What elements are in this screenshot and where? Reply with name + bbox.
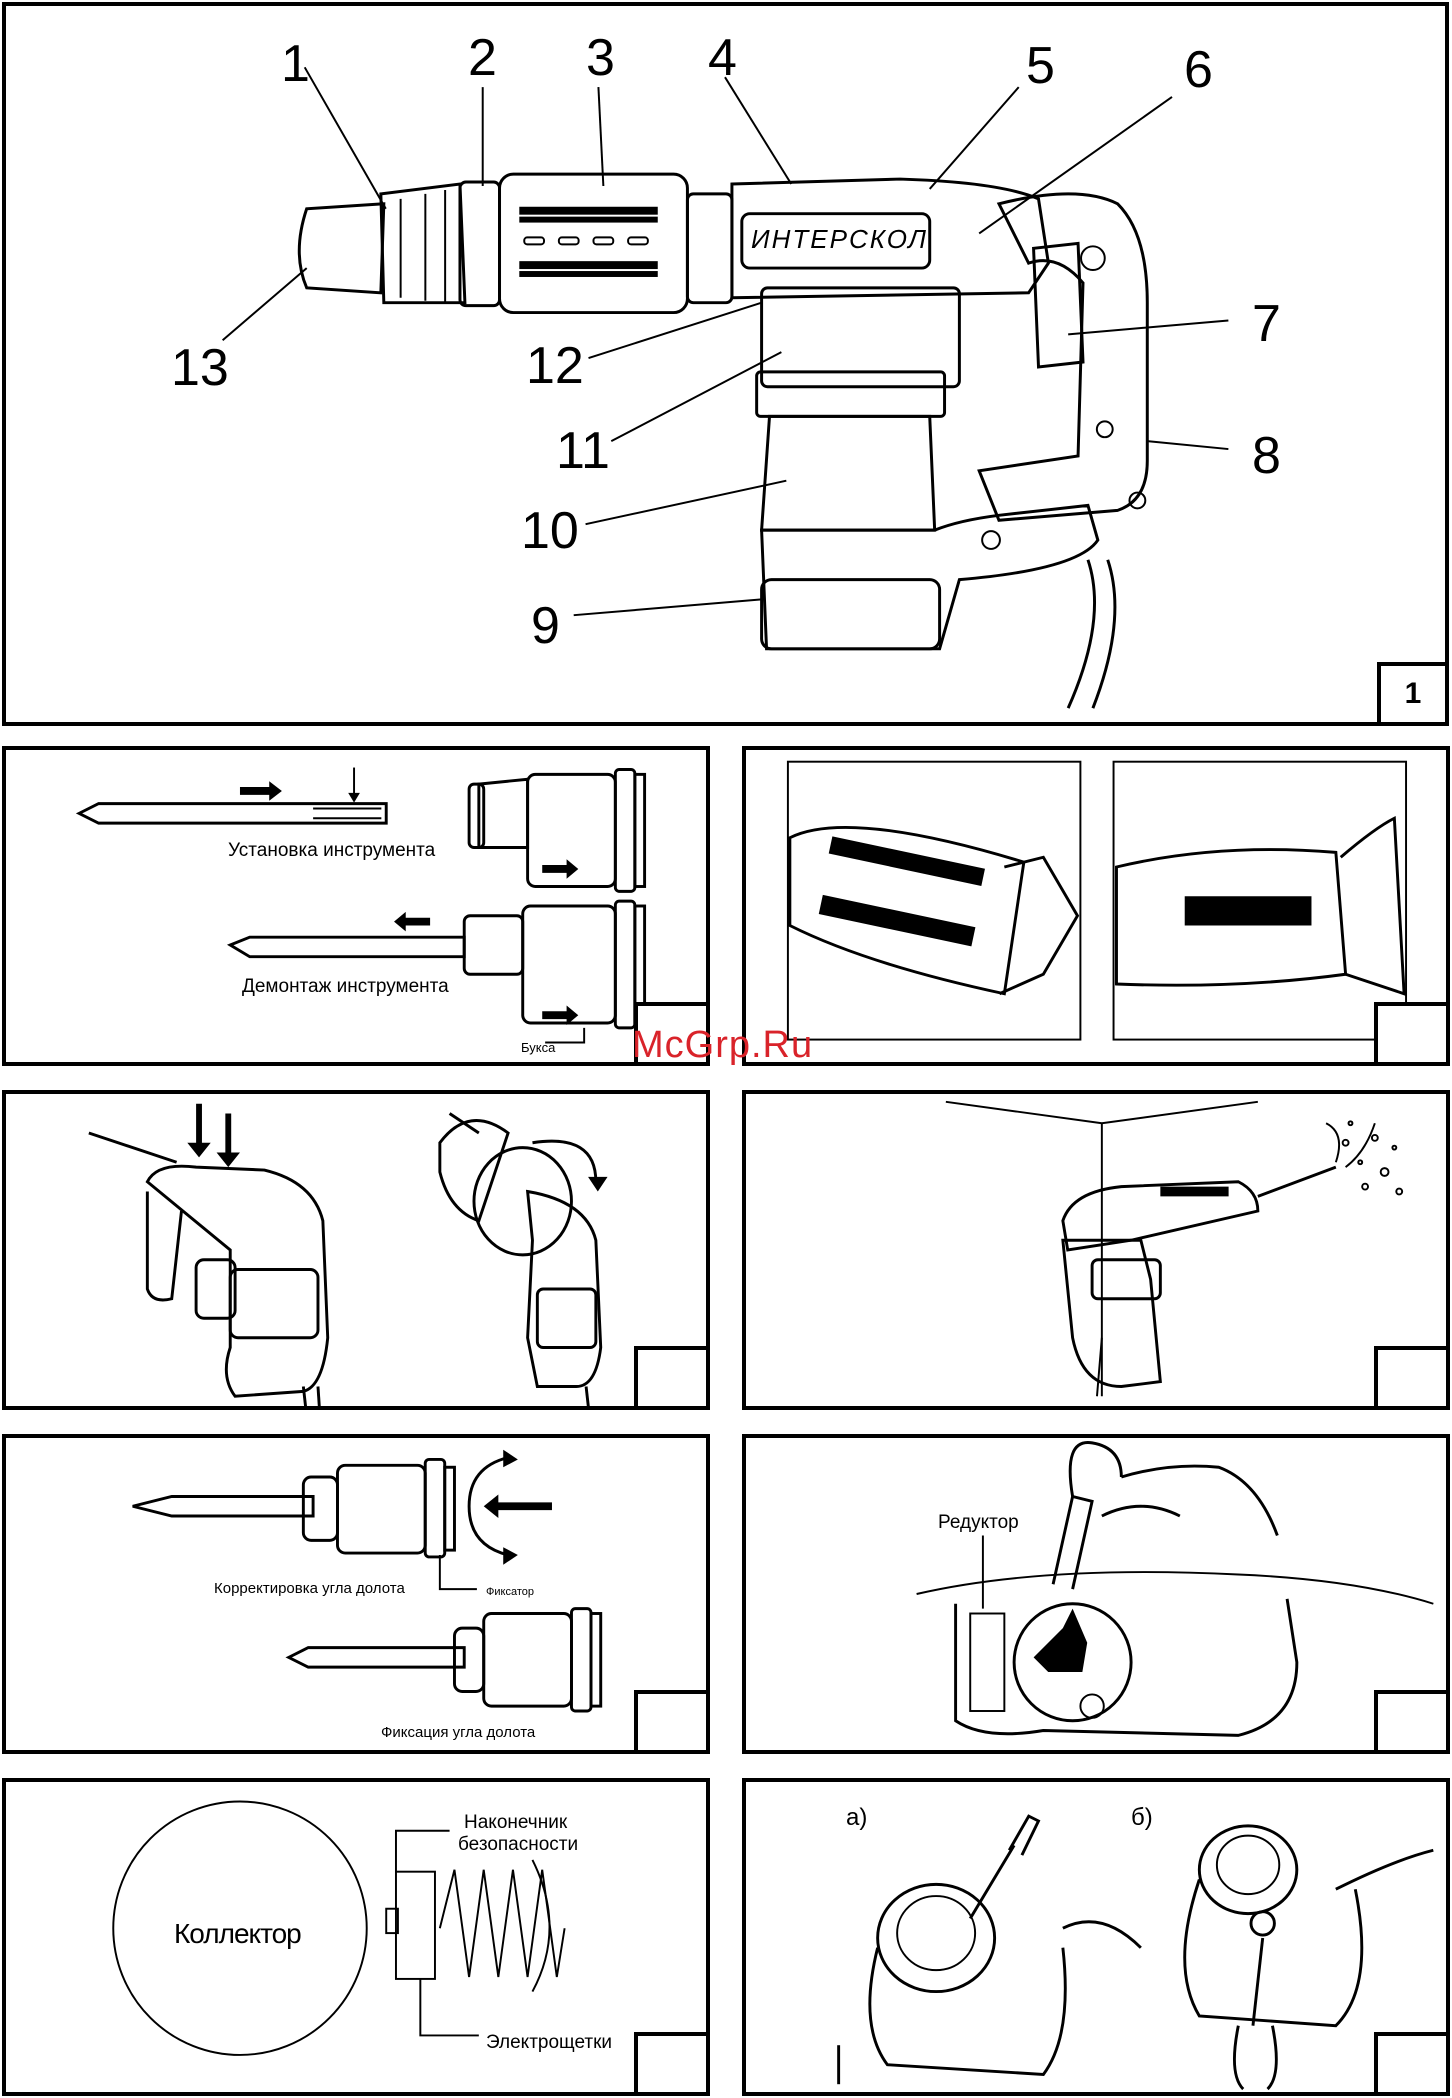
grip-texture-top bbox=[519, 207, 657, 223]
handle-rotation-panel bbox=[2, 1090, 710, 1410]
brushes-panel: Коллектор Наконечник безопасности Электр… bbox=[2, 1778, 710, 2096]
figure-box bbox=[634, 1346, 710, 1410]
figure-box bbox=[1374, 1346, 1450, 1410]
callout-8: 8 bbox=[1252, 426, 1281, 486]
callout-13: 13 bbox=[171, 338, 229, 398]
sleeve-label: Букса bbox=[521, 1040, 555, 1055]
figure-box bbox=[1374, 1002, 1450, 1066]
correction-caption: Корректировка угла долота bbox=[214, 1580, 405, 1597]
callout-2: 2 bbox=[468, 28, 497, 88]
install-remove-panel: Установка инструмента Демонтаж инструмен… bbox=[2, 746, 710, 1066]
brush-replacement-panel: а) б) bbox=[742, 1778, 1450, 2096]
figure-box bbox=[634, 2032, 710, 2096]
callout-5: 5 bbox=[1026, 36, 1055, 96]
working-drawing bbox=[746, 1094, 1446, 1406]
figure-1-panel: ИНТЕРСКОЛ 1 2 3 4 5 6 7 8 9 10 11 12 13 … bbox=[2, 2, 1449, 726]
safety-tip-label-line1: Наконечник bbox=[464, 1812, 567, 1834]
figure-box bbox=[1374, 1690, 1450, 1754]
gearbox-panel: Редуктор bbox=[742, 1434, 1450, 1754]
label-b: б) bbox=[1131, 1804, 1153, 1832]
gearbox-drawing bbox=[746, 1438, 1446, 1750]
chisel-angle-panel: Корректировка угла долота Фиксатор Фикса… bbox=[2, 1434, 710, 1754]
callout-6: 6 bbox=[1184, 40, 1213, 100]
callout-4: 4 bbox=[708, 28, 737, 88]
figure-number-box: 1 bbox=[1377, 662, 1449, 726]
grip-texture-bottom bbox=[519, 261, 657, 277]
grip-position-panel bbox=[742, 746, 1450, 1066]
safety-tip-label-line2: безопасности bbox=[458, 1834, 578, 1856]
figure-box bbox=[1374, 2032, 1450, 2096]
figure-box bbox=[634, 1690, 710, 1754]
callout-12: 12 bbox=[526, 336, 584, 396]
callout-1: 1 bbox=[281, 34, 310, 94]
collector-label: Коллектор bbox=[174, 1918, 301, 1950]
install-remove-drawing bbox=[6, 750, 706, 1062]
working-panel bbox=[742, 1090, 1450, 1410]
brand-logo: ИНТЕРСКОЛ bbox=[751, 224, 928, 255]
callout-11: 11 bbox=[556, 421, 610, 481]
watermark: McGrp.Ru bbox=[632, 1024, 813, 1067]
figure-number: 1 bbox=[1405, 677, 1422, 711]
gearbox-label: Редуктор bbox=[938, 1512, 1019, 1534]
fixation-caption: Фиксация угла долота bbox=[381, 1724, 535, 1741]
remove-caption: Демонтаж инструмента bbox=[242, 976, 449, 998]
grip-position-drawing bbox=[746, 750, 1446, 1062]
callout-7: 7 bbox=[1252, 294, 1281, 354]
lock-label: Фиксатор bbox=[486, 1586, 534, 1598]
callout-3: 3 bbox=[586, 28, 615, 88]
handle-rotation-drawing bbox=[6, 1094, 706, 1406]
install-caption: Установка инструмента bbox=[228, 840, 435, 862]
callout-10: 10 bbox=[521, 501, 579, 561]
brushes-label: Электрощетки bbox=[486, 2032, 612, 2054]
callout-9: 9 bbox=[531, 596, 560, 656]
label-a: а) bbox=[846, 1804, 867, 1832]
